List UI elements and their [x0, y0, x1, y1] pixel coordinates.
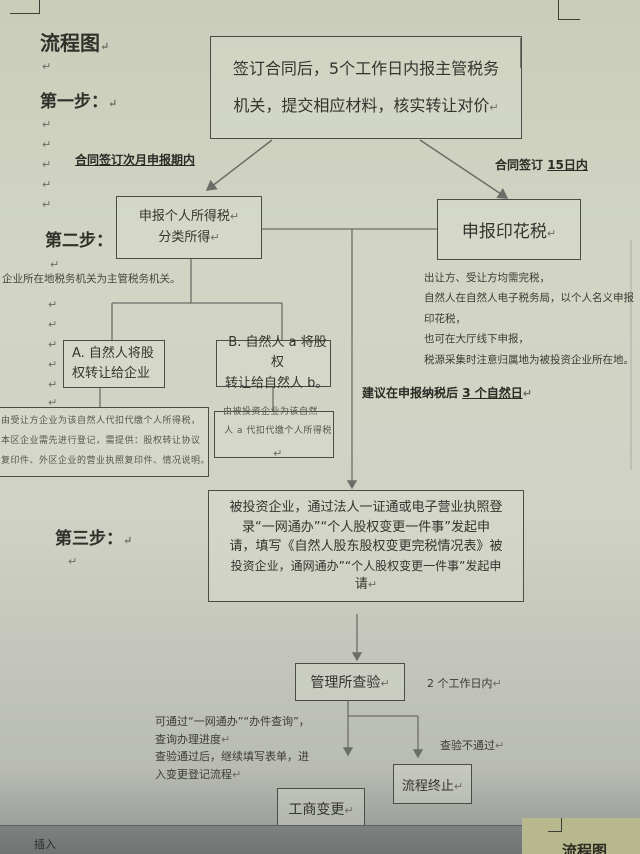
paragraph-mark: ↵ [48, 358, 58, 371]
paragraph-mark: ↵ [48, 396, 58, 409]
start-box-line-2: 机关，提交相应材料，核实转让对价↵ [233, 95, 499, 115]
box-stamp-tax[interactable]: 申报印花税↵ [437, 199, 581, 260]
income-tax-line-2: 分类所得↵ [158, 229, 220, 245]
crop-mark-top-right [558, 0, 580, 20]
step-1-label: 第一步：↵ [40, 92, 118, 112]
crop-mark-right-edge [520, 38, 522, 68]
page-thumbnail[interactable]: 流程图 [522, 818, 640, 854]
notes-stamp-tax: 出让方、受让方均需完税， 自然人在自然人电子税务局，以个人名义申报 印花税， 也… [424, 272, 634, 366]
option-b-line-1: B. 自然人 a 将股权 [228, 335, 327, 371]
paragraph-mark: ↵ [68, 555, 78, 568]
paragraph-mark: ↵ [42, 198, 52, 211]
paragraph-mark: ↵ [48, 318, 58, 331]
thumbnail-title: 流程图 [562, 842, 608, 854]
box-business-change[interactable]: 工商变更↵ [277, 788, 365, 830]
box-income-tax[interactable]: 申报个人所得税↵ 分类所得↵ [116, 196, 262, 259]
paragraph-mark: ↵ [48, 378, 58, 391]
crop-mark-top-left [10, 0, 40, 14]
label-suggestion-3-days: 建议在申报纳税后 3 个自然日↵ [362, 386, 532, 400]
start-box-line-1: 签订合同后，5个工作日内报主管税务 [232, 58, 500, 78]
paragraph-mark: ↵ [50, 258, 60, 271]
paragraph-mark: ↵ [42, 138, 52, 151]
document-title: 流程图↵ [40, 31, 110, 55]
option-a-line-2: 权转让给企业 [72, 366, 151, 381]
step3-line-3: 请，填写《自然人股东股权变更完税情况表》被 [229, 539, 503, 554]
income-tax-line-1: 申报个人所得税↵ [138, 208, 240, 224]
option-a-line-1: A. 自然人将股 [72, 345, 154, 361]
notes-inspection-pass: 可通过“一网通办”“办件查询”， 查询办理进度↵ 查验通过后，继续填写表单，进 … [155, 715, 310, 781]
box-inspection[interactable]: 管理所查验↵ [295, 663, 405, 701]
status-insert-mode[interactable]: 插入 [34, 838, 56, 851]
box-option-a-transfer-to-enterprise[interactable]: A. 自然人将股 权转让给企业 [63, 340, 165, 388]
box-step3-online-application[interactable]: 被投资企业，通过法人一证通或电子营业执照登 录“一网通办”“个人股权变更一件事”… [208, 490, 524, 602]
note-tax-authority: 企业所在地税务机关为主管税务机关。 [2, 273, 181, 285]
step-2-label: 第二步： [45, 231, 113, 251]
document-page: 流程图↵ ↵ ↵ ↵ ↵ ↵ ↵ ↵ ↵ ↵ ↵ ↵ ↵ ↵ ↵ 第一步：↵ 第… [0, 0, 634, 830]
box-option-b-note: 由被投资企业为该自然 人 a 代扣代缴个人所得税↵ [214, 407, 334, 460]
start-box-sign-contract[interactable]: 签订合同后，5个工作日内报主管税务 机关，提交相应材料，核实转让对价↵ [210, 36, 522, 139]
label-within-15-days: 合同签订 15日内 [495, 158, 588, 172]
label-inspection-fail: 查验不通过↵ [440, 739, 505, 752]
box-option-a-note: 由受让方企业为该自然人代扣代缴个人所得税， 本区企业需先进行登记，需提供：股权转… [0, 407, 210, 477]
step3-line-4: 投资企业，通网通办”“个人股权变更一件事”发起申 [230, 558, 502, 573]
box-process-end[interactable]: 流程终止↵ [393, 764, 472, 804]
label-inspection-time: 2 个工作日内↵ [427, 677, 502, 690]
step3-line-5: 请↵ [354, 576, 378, 592]
paragraph-mark: ↵ [48, 338, 58, 351]
step3-line-1: 被投资企业，通过法人一证通或电子营业执照登 [229, 500, 503, 515]
paragraph-mark: ↵ [42, 158, 52, 171]
paragraph-mark: ↵ [42, 178, 52, 191]
step-3-label: 第三步：↵ [55, 529, 133, 549]
label-next-month-filing: 合同签订次月申报期内 [75, 153, 196, 167]
paragraph-mark: ↵ [48, 298, 58, 311]
paragraph-mark: ↵ [42, 60, 52, 73]
option-b-line-2: 转让给自然人 b。 [225, 375, 329, 391]
step3-line-2: 录“一网通办”“个人股权变更一件事”发起申 [242, 519, 490, 535]
thumbnail-crop-mark [548, 818, 562, 832]
paragraph-mark: ↵ [42, 118, 52, 131]
box-option-b-transfer-to-individual[interactable]: B. 自然人 a 将股权 转让给自然人 b。 [216, 335, 331, 391]
